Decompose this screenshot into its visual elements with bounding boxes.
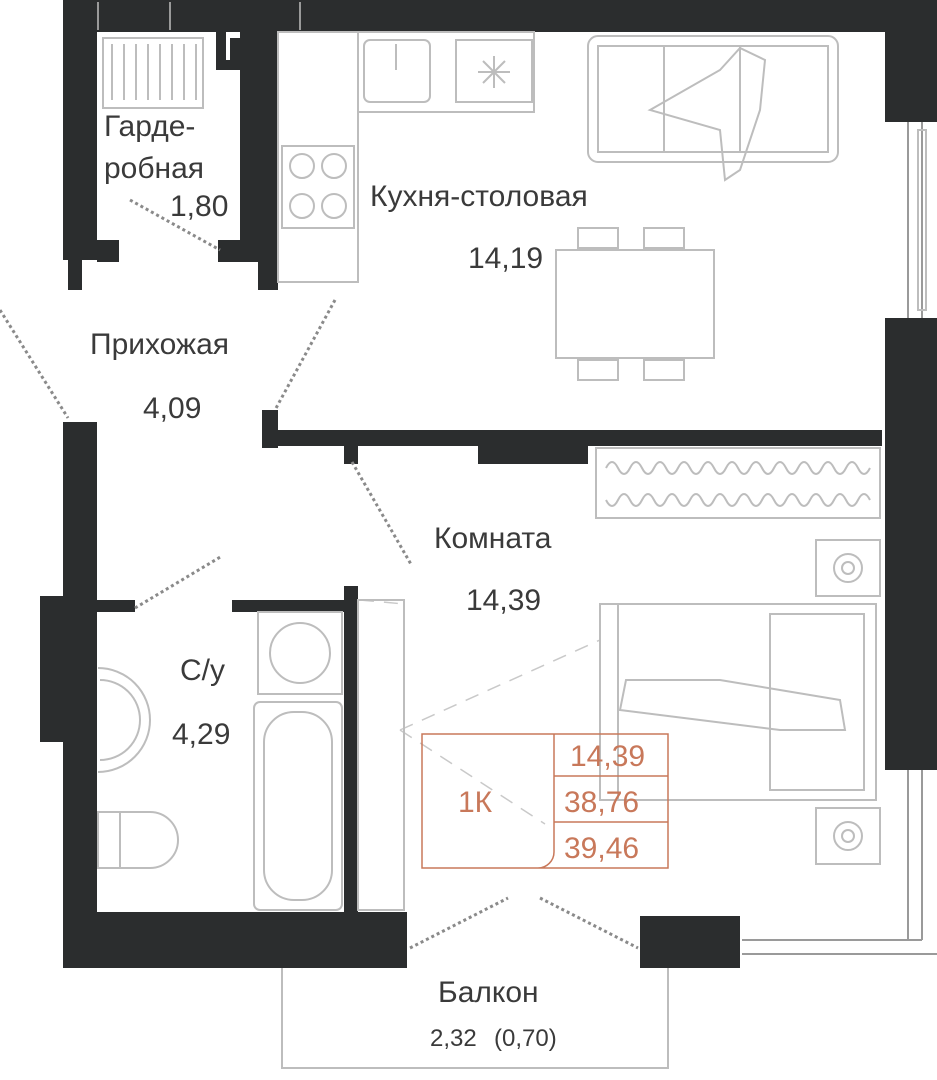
wardrobe-door-left: [129, 198, 221, 252]
balcony-door-left: [409, 896, 509, 950]
kitchen-label: Кухня-столовая: [370, 180, 588, 213]
bathtub: [253, 701, 343, 911]
total-area-with-balcony: 39,46: [564, 832, 639, 865]
balcony-label: Балкон: [438, 976, 539, 1009]
wardrobe-hangers: [111, 44, 197, 100]
room-closet: [357, 599, 405, 911]
living-area: 14,39: [570, 740, 645, 773]
nightstand-top: [815, 539, 881, 597]
hallway-label: Прихожая: [90, 328, 229, 361]
entrance-door-right: [273, 299, 337, 411]
wardrobe-area: 1,80: [170, 190, 228, 223]
wardrobe-label-line1: Гарде-: [104, 110, 195, 143]
bed: [599, 603, 877, 801]
walls: [40, 0, 937, 968]
summary-frame: [421, 733, 669, 869]
kitchen-counter: [277, 31, 359, 283]
bathroom-label: С/у: [180, 654, 225, 687]
bathroom-area: 4,29: [172, 718, 230, 751]
kitchen-area: 14,19: [468, 242, 543, 275]
window-frame: [917, 129, 927, 311]
hallway-area: 4,09: [143, 392, 201, 425]
balcony-door-right: [539, 896, 639, 950]
dining-table: [555, 227, 715, 381]
room-label: Комната: [434, 522, 552, 555]
stove-icon: [281, 145, 355, 229]
sink-icon: [363, 39, 431, 103]
room-labels: Гарде- робная 1,80 Кухня-столовая 14,19 …: [90, 110, 588, 1052]
balcony-area-reduced: (0,70): [494, 1025, 557, 1052]
bathroom-door: [134, 554, 223, 610]
kitchen-sofa: [587, 35, 839, 182]
room-area: 14,39: [466, 584, 541, 617]
area-summary: 1К 14,39 38,76 39,46: [421, 733, 669, 869]
wardrobe-label-line2: робная: [104, 152, 204, 185]
windows: [97, 2, 937, 955]
entrance-door-left: [0, 309, 70, 419]
wardrobe-rack: [102, 37, 204, 109]
nightstand-bottom: [815, 807, 881, 865]
washbasin: [97, 667, 152, 773]
total-area: 38,76: [564, 786, 639, 819]
apartment-type: 1К: [458, 786, 493, 819]
radiator: [595, 447, 881, 519]
room-door: [350, 461, 414, 567]
balcony-outline: [281, 968, 669, 1069]
balcony-area: 2,32: [430, 1025, 477, 1052]
doors: [0, 198, 639, 950]
furniture: [97, 31, 881, 911]
toilet: [97, 811, 179, 869]
washing-machine: [257, 611, 343, 695]
fridge-icon: [455, 39, 533, 103]
